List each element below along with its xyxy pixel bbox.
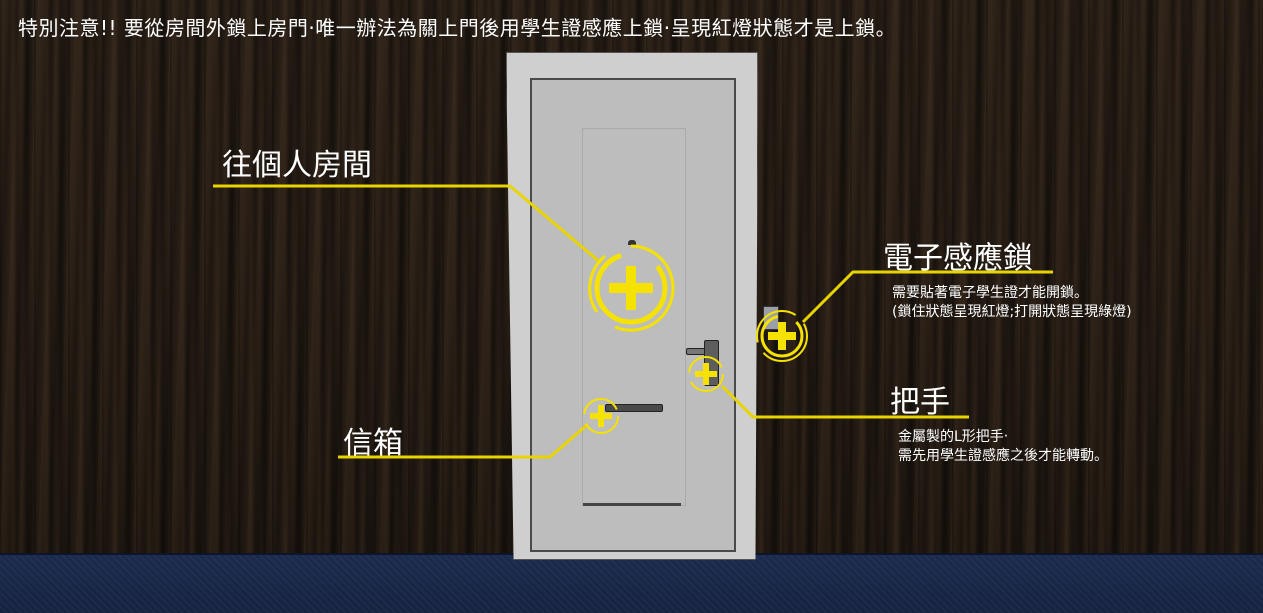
lock-hotspot[interactable] [754, 308, 810, 364]
peephole [628, 240, 636, 245]
plus-hotspot-icon [588, 244, 675, 332]
room-label: 往個人房間 [222, 148, 372, 183]
door [530, 78, 736, 552]
handle-hotspot[interactable] [686, 354, 726, 394]
lock-desc-line2: (鎖住狀態呈現紅燈;打開狀態呈現綠燈) [892, 304, 1132, 320]
notice-text: 特別注意!! 要從房間外鎖上房門‧唯一辦法為關上門後用學生證感應上鎖‧呈現紅燈狀… [18, 16, 897, 40]
room-hotspot[interactable] [585, 242, 677, 334]
plus-hotspot-icon [688, 356, 724, 392]
mailbox-hotspot[interactable] [581, 396, 621, 436]
handle-desc-line2: 需先用學生證感應之後才能轉動。 [898, 448, 1108, 464]
door-bottom-strip [583, 503, 681, 506]
plus-hotspot-icon [583, 398, 619, 434]
handle-desc-line1: 金屬製的L形把手‧ [898, 429, 1009, 445]
handle-label: 把手 [890, 385, 950, 420]
mailbox-label: 信箱 [343, 426, 403, 461]
plus-hotspot-icon [756, 310, 808, 362]
lock-desc-line1: 需要貼著電子學生證才能開鎖。 [892, 285, 1088, 301]
lock-label: 電子感應鎖 [883, 241, 1033, 276]
mail-slot [605, 404, 663, 412]
